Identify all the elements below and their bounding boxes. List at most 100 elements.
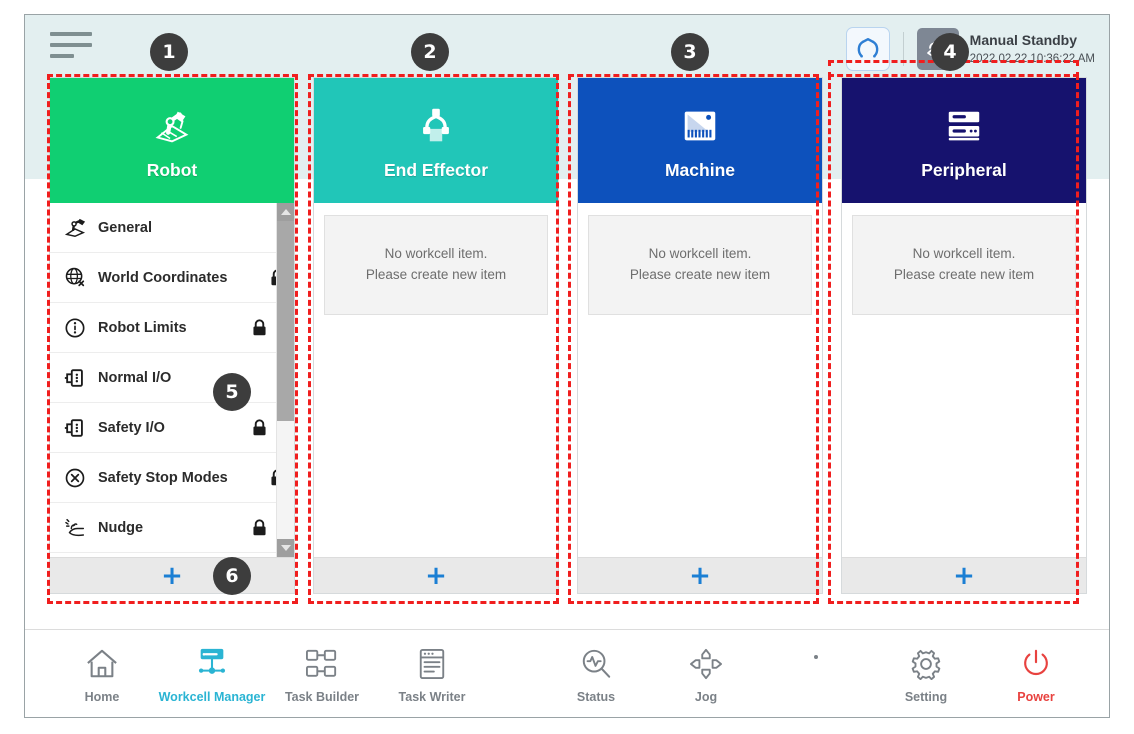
nav-item-status[interactable]: Status xyxy=(541,642,651,717)
hamburger-line xyxy=(50,43,92,47)
home-icon xyxy=(85,642,119,686)
circular-arrow-icon[interactable] xyxy=(845,27,890,71)
list-item-label: General xyxy=(98,219,152,236)
card-title-peripheral: Peripheral xyxy=(921,160,1007,180)
card-body-end-effector: No workcell item. Please create new item xyxy=(314,203,558,557)
nav-item-home[interactable]: Home xyxy=(47,642,157,717)
card-body-peripheral: No workcell item. Please create new item xyxy=(842,203,1086,557)
io-port-icon xyxy=(60,413,90,443)
robot-arm-icon xyxy=(60,213,90,243)
scroll-down-icon[interactable] xyxy=(277,539,294,557)
empty-line-2: Please create new item xyxy=(629,267,771,282)
workcell-card-peripheral: Peripheral No workcell item. Please crea… xyxy=(841,77,1087,594)
nav-item-task-writer[interactable]: Task Writer xyxy=(377,642,487,717)
plus-icon: + xyxy=(953,560,975,591)
empty-line-1: No workcell item. xyxy=(648,246,752,262)
robot-arm-icon xyxy=(149,100,195,152)
list-item-nudge[interactable]: Nudge xyxy=(50,503,294,553)
globe-axis-icon xyxy=(60,263,90,293)
list-item-label: Normal I/O xyxy=(98,369,172,386)
scrollbar-thumb[interactable] xyxy=(277,221,294,421)
list-item-label: Robot Limits xyxy=(98,319,187,336)
list-item-safety-stop-modes[interactable]: Safety Stop Modes xyxy=(50,453,294,503)
app-frame: Manual Standby 2022.02.22 10:36:22 AM xyxy=(24,14,1110,718)
lock-icon xyxy=(251,518,268,537)
task-writer-icon xyxy=(417,642,447,686)
nav-label: Power xyxy=(1017,690,1055,704)
plus-icon: + xyxy=(161,560,183,591)
nav-left-group: Home Workcell Manager xyxy=(25,630,487,717)
hamburger-line xyxy=(50,54,74,58)
nav-item-workcell-manager[interactable]: Workcell Manager xyxy=(157,642,267,717)
nav-separator-dot xyxy=(761,630,871,717)
mode-timestamp: 2022.02.22 10:36:22 AM xyxy=(969,52,1095,65)
card-body-robot: General World Coordinates xyxy=(50,203,294,557)
header-divider xyxy=(902,32,904,66)
hand-nudge-icon xyxy=(60,513,90,543)
jog-dpad-icon xyxy=(688,642,724,686)
nav-item-setting[interactable]: Setting xyxy=(871,642,981,717)
nav-item-task-builder[interactable]: Task Builder xyxy=(267,642,377,717)
list-item-label: World Coordinates xyxy=(98,269,228,286)
list-item-label: Safety I/O xyxy=(98,419,165,436)
list-scrollbar[interactable] xyxy=(276,203,294,557)
gripper-icon xyxy=(414,100,458,152)
stop-x-icon xyxy=(60,463,90,493)
empty-line-2: Please create new item xyxy=(893,267,1035,282)
task-builder-icon xyxy=(304,642,340,686)
empty-state-peripheral: No workcell item. Please create new item xyxy=(852,215,1076,315)
list-item-normal-io[interactable]: Normal I/O xyxy=(50,353,294,403)
nav-label: Home xyxy=(84,690,120,704)
nav-item-power[interactable]: Power xyxy=(981,642,1091,717)
list-item-robot-limits[interactable]: Robot Limits xyxy=(50,303,294,353)
nav-label: Task Builder xyxy=(284,690,360,704)
list-item-general[interactable]: General xyxy=(50,203,294,253)
power-icon xyxy=(1020,642,1052,686)
add-machine-button[interactable]: + xyxy=(578,557,822,593)
nav-label: Setting xyxy=(904,690,948,704)
nav-item-jog[interactable]: Jog xyxy=(651,642,761,717)
gear-icon xyxy=(909,642,943,686)
workcell-card-machine: Machine No workcell item. Please create … xyxy=(577,77,823,594)
nav-label: Status xyxy=(576,690,616,704)
list-item-safety-io[interactable]: Safety I/O xyxy=(50,403,294,453)
card-title-end-effector: End Effector xyxy=(383,160,489,180)
workcell-card-robot: Robot General xyxy=(49,77,295,594)
card-header-peripheral[interactable]: Peripheral xyxy=(842,78,1086,203)
card-header-end-effector[interactable]: End Effector xyxy=(314,78,558,203)
robot-settings-list: General World Coordinates xyxy=(50,203,294,557)
header-status-cluster: Manual Standby 2022.02.22 10:36:22 AM xyxy=(845,23,1095,75)
nav-label: Workcell Manager xyxy=(158,690,266,704)
server-rack-icon xyxy=(942,100,986,152)
card-title-machine: Machine xyxy=(664,160,736,180)
list-item-world-coordinates[interactable]: World Coordinates xyxy=(50,253,294,303)
empty-state-end-effector: No workcell item. Please create new item xyxy=(324,215,548,315)
add-end-effector-button[interactable]: + xyxy=(314,557,558,593)
card-header-machine[interactable]: Machine xyxy=(578,78,822,203)
add-robot-item-button[interactable]: + xyxy=(50,557,294,593)
empty-line-1: No workcell item. xyxy=(912,246,1016,262)
plus-icon: + xyxy=(425,560,447,591)
card-body-machine: No workcell item. Please create new item xyxy=(578,203,822,557)
hamburger-icon[interactable] xyxy=(50,32,96,64)
lock-icon xyxy=(251,418,268,437)
empty-line-2: Please create new item xyxy=(365,267,507,282)
workcell-card-row: Robot General xyxy=(49,77,1087,594)
list-item-label: Safety Stop Modes xyxy=(98,469,228,486)
plus-icon: + xyxy=(689,560,711,591)
status-pulse-icon xyxy=(579,642,613,686)
workcell-icon xyxy=(193,642,231,686)
scroll-up-icon[interactable] xyxy=(277,203,294,221)
mode-title: Manual Standby xyxy=(969,32,1078,49)
empty-state-machine: No workcell item. Please create new item xyxy=(588,215,812,315)
nav-label: Task Writer xyxy=(398,690,466,704)
manual-hand-icon[interactable] xyxy=(916,28,959,70)
list-item-label: Nudge xyxy=(98,519,144,536)
card-header-robot[interactable]: Robot xyxy=(50,78,294,203)
card-title-robot: Robot xyxy=(146,160,198,180)
nav-right-group: Status Jog xyxy=(541,630,1109,717)
io-port-icon xyxy=(60,363,90,393)
empty-line-1: No workcell item. xyxy=(384,246,488,262)
add-peripheral-button[interactable]: + xyxy=(842,557,1086,593)
limits-circle-icon xyxy=(60,313,90,343)
